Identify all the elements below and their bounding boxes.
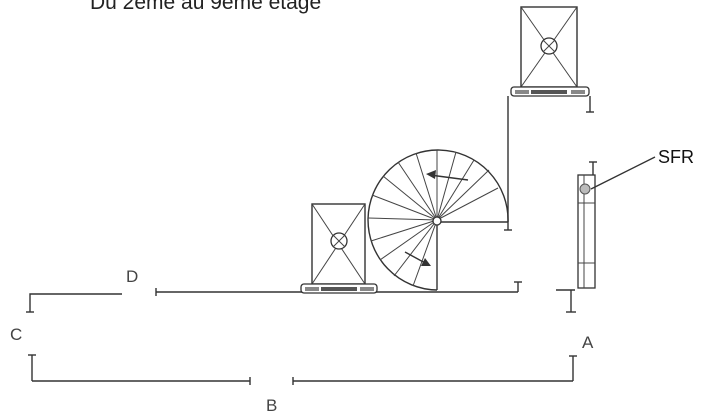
diagram-title: Du 2ème au 9ème étage: [90, 0, 322, 14]
label-c: C: [10, 325, 22, 344]
dimension-lines: [26, 281, 577, 385]
sfr-antenna-icon: [579, 183, 591, 195]
sfr-leader-line: [590, 156, 656, 190]
label-sfr: SFR: [658, 147, 694, 167]
dimension-c-upper: [29, 293, 122, 312]
label-b: B: [266, 396, 277, 414]
equipment-cabinet-upper: [504, 6, 594, 231]
wall-column: [577, 156, 656, 289]
label-a: A: [582, 333, 594, 352]
label-d: D: [126, 267, 138, 286]
spiral-staircase: [367, 149, 509, 291]
stair-arrow-upper: [429, 174, 469, 181]
equipment-cabinet-lower: [300, 203, 378, 294]
